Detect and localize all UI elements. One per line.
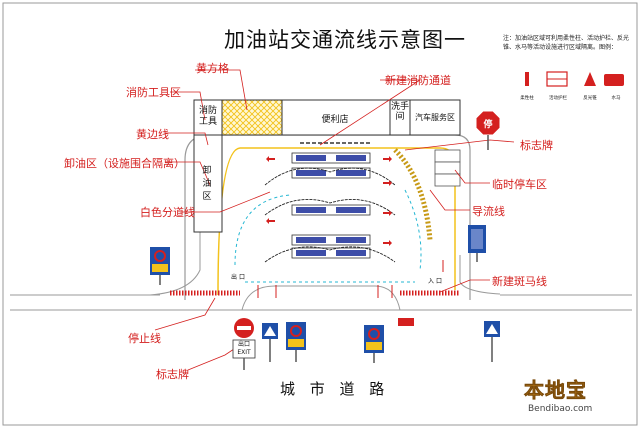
stop-sign-text: 停 [483, 120, 493, 130]
legend-flexible-post: 柔性柱 [520, 96, 534, 101]
no-parking-sign-3 [364, 325, 384, 363]
unloading-box [193, 134, 223, 233]
stop-sign [475, 110, 501, 150]
barrier-posts [257, 260, 444, 298]
exit-sign-text: 出口 EXIT [237, 341, 251, 356]
flow-arc-2 [264, 198, 396, 216]
callout-new-fire-lane: 新建消防通道 [385, 74, 451, 87]
callout-sign-bottom: 标志牌 [156, 368, 189, 381]
lane-divider-3 [404, 189, 422, 271]
callout-white-divider: 白色分道线 [140, 206, 195, 219]
yellow-grid-box [221, 99, 283, 136]
callout-leaders [154, 69, 515, 371]
flow-arc-3 [264, 246, 396, 263]
no-parking-sign-1 [150, 247, 170, 285]
callout-fire-tools-area: 消防工具区 [126, 86, 181, 99]
callout-yellow-line: 黄边线 [136, 128, 169, 141]
road-label: 城 市 道 路 [280, 380, 390, 398]
no-entry-sign [232, 318, 256, 370]
callout-temp-parking: 临时停车区 [492, 178, 547, 191]
direction-arrows [266, 156, 392, 246]
legend-note: 注：加油站区域可利用柔性柱、活动护栏、反光锥、水马等活动设施进行区域隔离。图例： [503, 35, 630, 51]
store-label: 便利店 [321, 115, 349, 125]
callout-unloading-zone: 卸油区（设施围合隔离） [64, 157, 185, 170]
fire-tools-label: 消防工具 [198, 106, 217, 127]
unloading-label: 卸油区 [202, 166, 212, 202]
no-parking-sign-2 [286, 322, 306, 362]
legend-icons [525, 71, 624, 87]
callout-sign-right: 标志牌 [520, 139, 553, 152]
car-service-box [409, 99, 461, 136]
center-island [241, 285, 401, 311]
legend-water-barrier: 水马 [611, 96, 621, 101]
car-service-label: 汽车服务区 [415, 113, 455, 122]
exit-label: 出 口 [231, 274, 245, 281]
diagram-title: 加油站交通流线示意图一 [224, 28, 466, 52]
crosswalk-sign-left [262, 323, 278, 362]
entrance-label: 入 口 [428, 278, 442, 285]
callout-stop-line: 停止线 [128, 332, 161, 345]
lane-divider-1 [234, 194, 291, 266]
store-box [281, 99, 391, 136]
legend-cone: 反光锥 [583, 96, 597, 101]
callout-yellow-grid: 黄方格 [196, 62, 229, 75]
callout-zebra: 新建斑马线 [492, 275, 547, 288]
pump-island-1 [291, 152, 371, 164]
boundary-left-curve [149, 150, 201, 296]
pump-island-2 [291, 167, 371, 179]
guide-chevrons [393, 148, 433, 241]
crosswalk-sign-right [484, 321, 500, 362]
watermark-logo: 本地宝 [524, 378, 587, 403]
parking-slot-3 [434, 173, 461, 187]
watermark-url: Bendibao.com [528, 404, 593, 414]
legend-barrier: 活动护栏 [549, 96, 567, 101]
callout-guide-line: 导流线 [472, 205, 505, 218]
outer-border [2, 2, 638, 426]
pump-island-3 [291, 204, 371, 216]
flow-arc-1 [264, 167, 396, 186]
boundary-right-curve [459, 255, 501, 295]
pump-island-5 [291, 247, 371, 259]
info-board-right [468, 225, 486, 262]
direction-sign-bottom [398, 318, 414, 326]
parking-slot-1 [434, 149, 461, 163]
restroom-label: 洗手间 [391, 102, 410, 122]
pump-island-4 [291, 234, 371, 246]
